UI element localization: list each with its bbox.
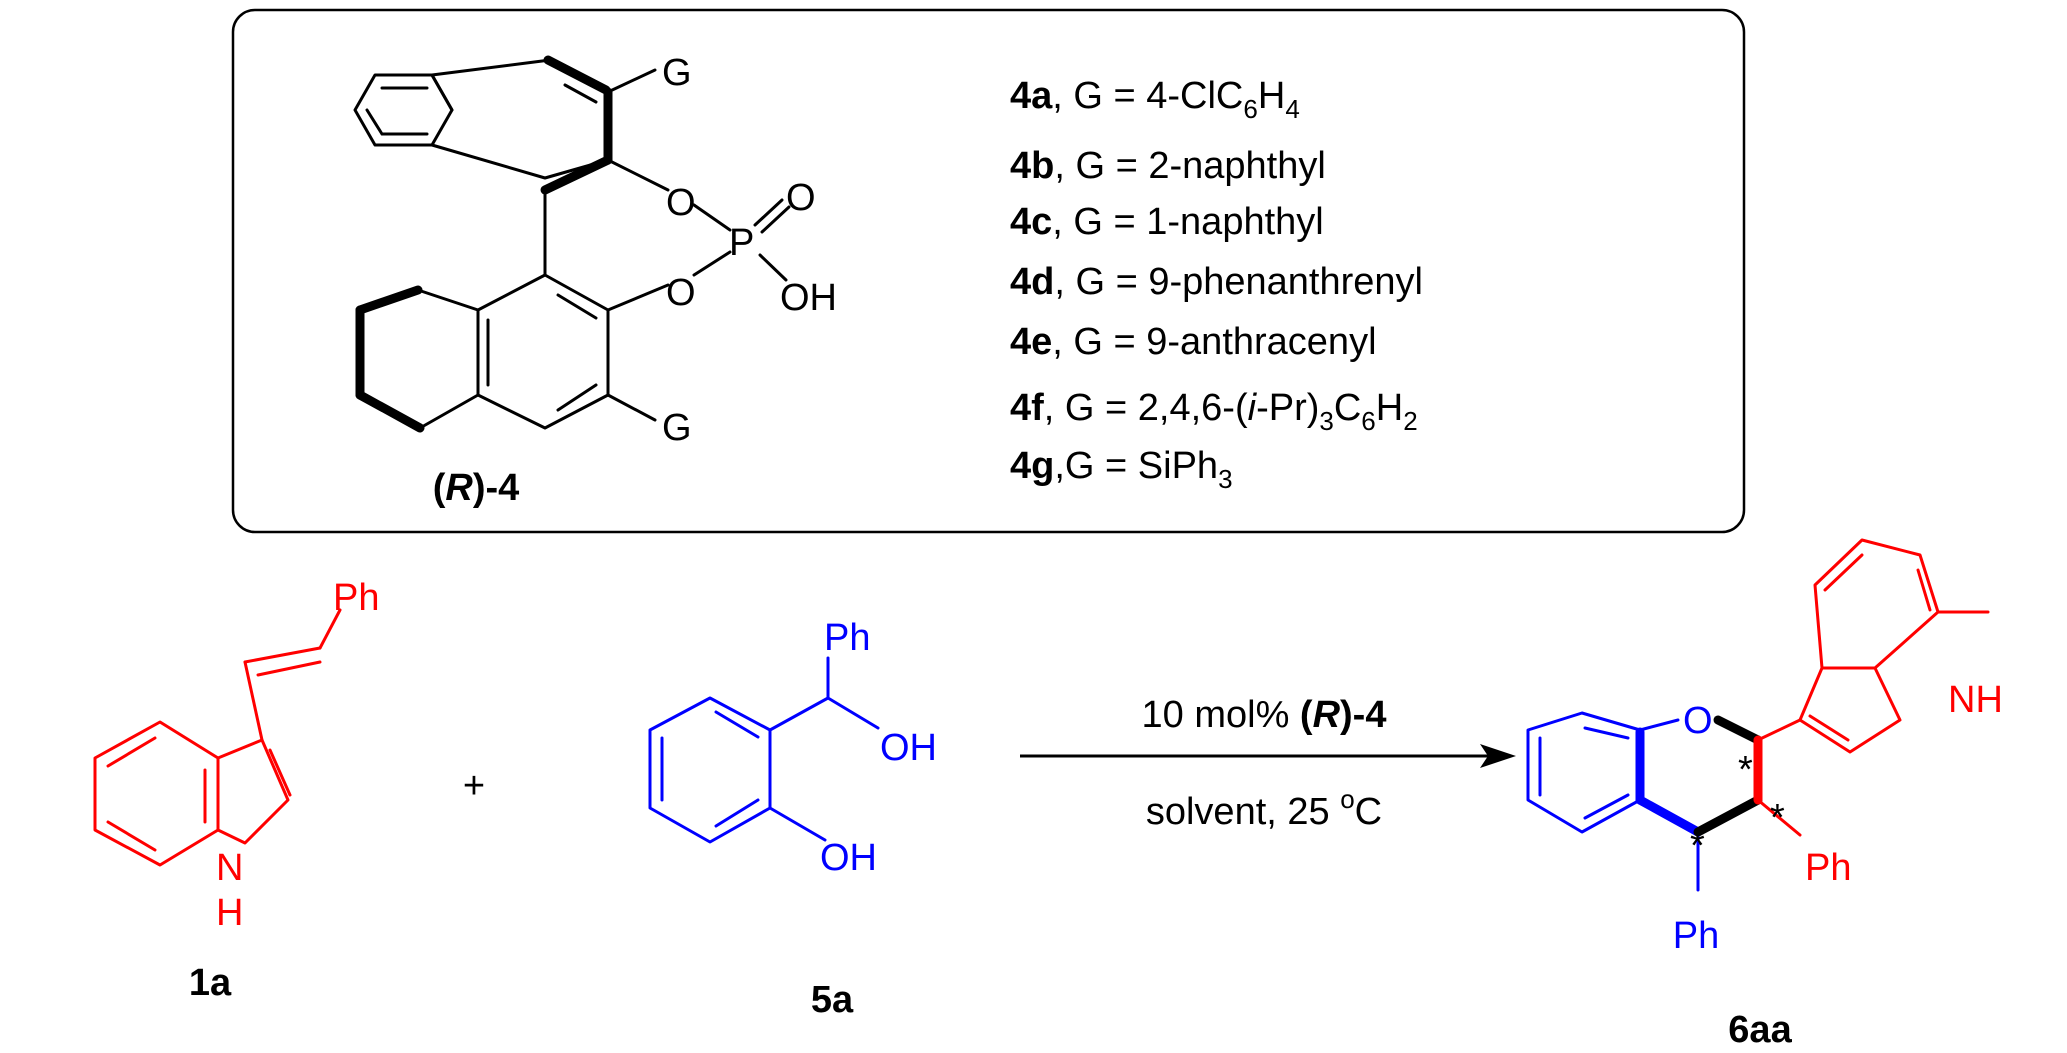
product-6aa-id: 6aa (1728, 1009, 1792, 1051)
product-ph-red: Ph (1805, 847, 1851, 889)
variant-4e: 4e, G = 9-anthracenyl (1010, 321, 1377, 363)
variant-4a: 4a, G = 4-ClC6H4 (1010, 75, 1300, 124)
reactant-1a-n: N (216, 847, 243, 889)
product-star-2: * (1770, 797, 1785, 839)
catalyst-g-upper: G (662, 52, 692, 94)
catalyst-p: P (729, 222, 754, 264)
conditions-above: 10 mol% (R)-4 (1142, 694, 1387, 736)
catalyst-oh: OH (780, 277, 837, 319)
catalyst-o-double: O (786, 177, 816, 219)
catalyst-o-upper: O (666, 182, 696, 224)
catalyst-o-lower: O (666, 272, 696, 314)
variant-4c: 4c, G = 1-naphthyl (1010, 201, 1324, 243)
catalyst-label: (R)-4 (433, 467, 520, 509)
reactant-1a-h: H (216, 892, 243, 934)
product-ph-blue: Ph (1673, 915, 1719, 957)
product-star-1: * (1738, 749, 1753, 791)
conditions-below: solvent, 25 oC (1146, 784, 1382, 833)
reaction-arrow-head (1480, 744, 1516, 768)
reactant-5a-structure (648, 656, 880, 844)
reactant-5a-oh2: OH (820, 837, 877, 879)
reactant-1a-ph: Ph (333, 577, 379, 619)
variant-4f: 4f, G = 2,4,6-(i-Pr)3C6H2 (1010, 387, 1418, 436)
product-star-3: * (1690, 825, 1705, 867)
reactant-5a-ph: Ph (824, 617, 870, 659)
catalyst-box (231, 8, 1746, 534)
reactant-1a-id: 1a (189, 962, 232, 1004)
reactant-5a-oh1: OH (880, 727, 937, 769)
reactant-5a-id: 5a (811, 979, 854, 1021)
product-6aa-structure (1526, 538, 1990, 892)
variant-4g: 4g,G = SiPh3 (1010, 445, 1233, 494)
product-nh: NH (1948, 679, 2003, 721)
catalyst-g-lower: G (662, 407, 692, 449)
catalyst-structure (353, 55, 791, 433)
plus-sign: + (463, 765, 485, 807)
product-o: O (1683, 700, 1713, 742)
catalyst-variant-list: 4a, G = 4-ClC6H4 4b, G = 2-naphthyl 4c, … (1010, 75, 1423, 494)
variant-4b: 4b, G = 2-naphthyl (1010, 145, 1326, 187)
reactant-1a-structure (93, 608, 342, 867)
variant-4d: 4d, G = 9-phenanthrenyl (1010, 261, 1423, 303)
